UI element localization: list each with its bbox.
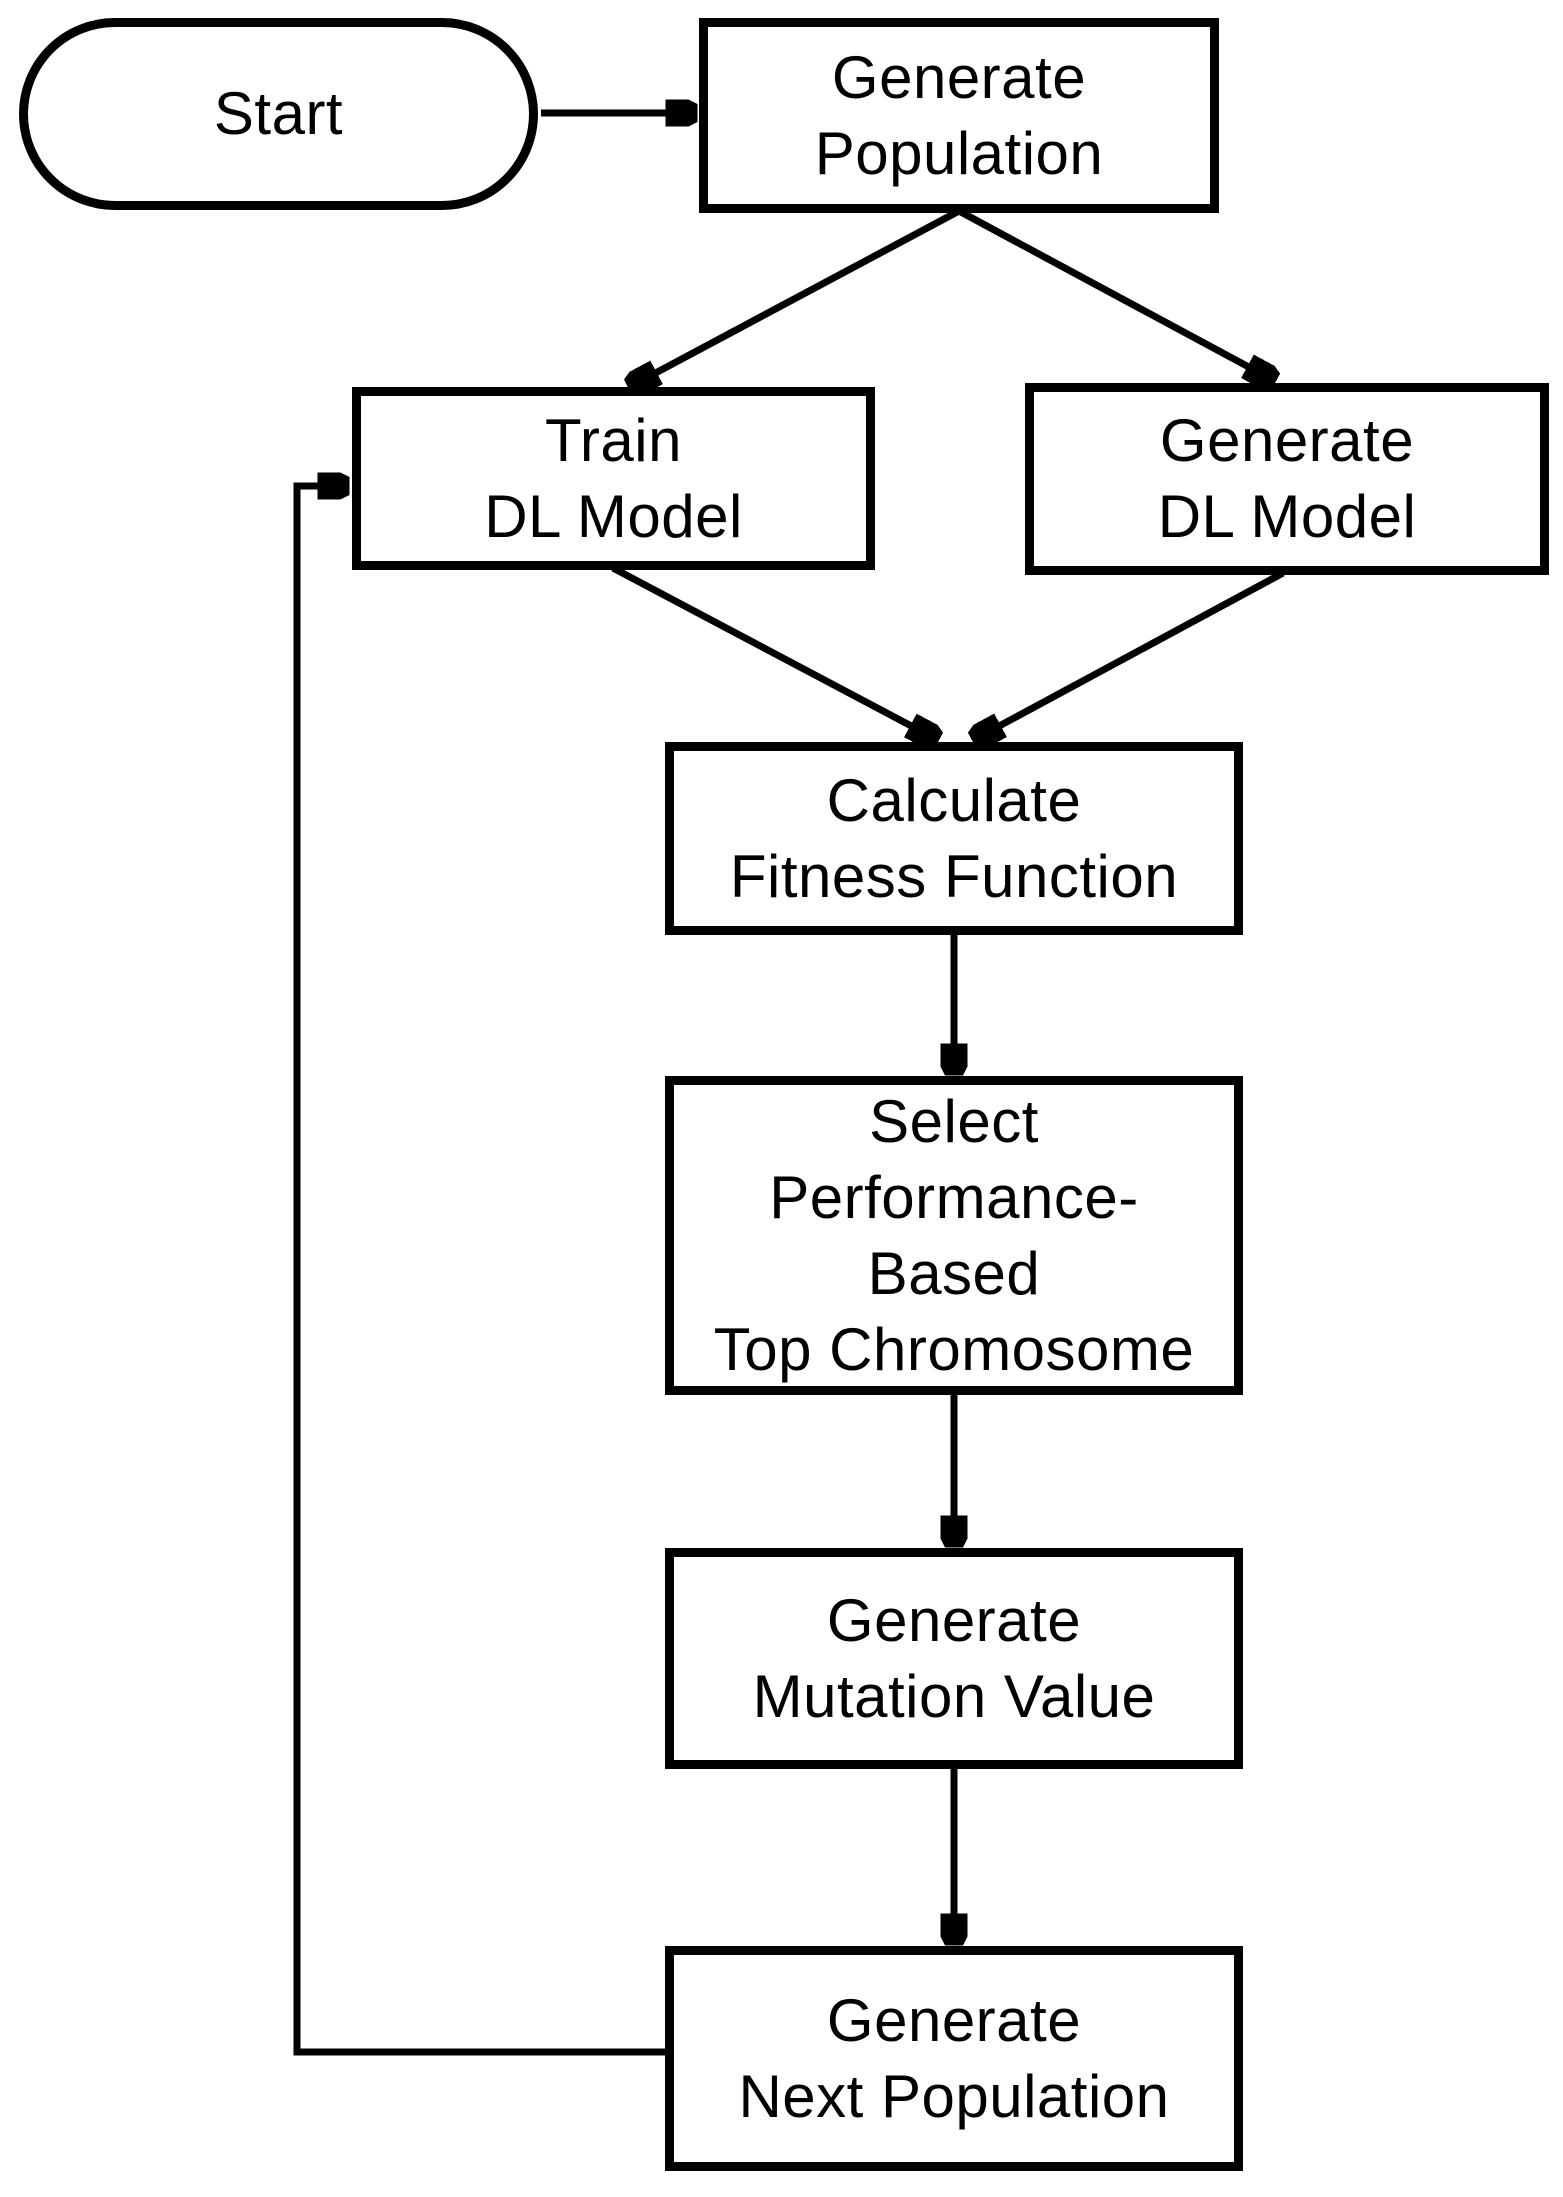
node-select-top-chromosome-line3: Based bbox=[867, 1239, 1041, 1307]
node-calculate-fitness-function-line1: Calculate bbox=[826, 766, 1082, 834]
edge-generate-population-to-generate-dl-model bbox=[957, 207, 1271, 379]
node-generate-population-line2: Population bbox=[814, 119, 1104, 187]
node-select-top-chromosome-line4: Top Chromosome bbox=[713, 1315, 1195, 1383]
node-generate-next-population-line1: Generate bbox=[826, 1986, 1082, 2054]
node-generate-mutation-value-line1: Generate bbox=[826, 1586, 1082, 1654]
node-generate-next-population: Generate Next Population bbox=[665, 1946, 1243, 2171]
node-start-label: Start bbox=[213, 80, 344, 147]
node-select-top-chromosome-line2: Performance- bbox=[769, 1163, 1139, 1231]
node-generate-population: Generate Population bbox=[699, 18, 1219, 213]
node-generate-dl-model-line2: DL Model bbox=[1157, 483, 1417, 550]
node-train-dl-model: Train DL Model bbox=[352, 387, 875, 570]
node-start: Start bbox=[19, 18, 538, 210]
edge-generate-dl-model-to-calculate-fitness-function bbox=[977, 569, 1285, 738]
node-select-top-chromosome-line1: Select bbox=[869, 1087, 1039, 1155]
node-calculate-fitness-function-line2: Fitness Function bbox=[729, 842, 1179, 910]
node-train-dl-model-line1: Train bbox=[545, 406, 682, 474]
node-generate-dl-model: Generate DL Model bbox=[1025, 383, 1549, 575]
node-generate-dl-model-line1: Generate bbox=[1159, 407, 1415, 474]
node-calculate-fitness-function: Calculate Fitness Function bbox=[665, 742, 1243, 935]
node-train-dl-model-line2: DL Model bbox=[484, 482, 743, 550]
edge-generate-population-to-train-dl-model bbox=[633, 207, 961, 385]
node-generate-next-population-line2: Next Population bbox=[738, 2062, 1170, 2130]
node-generate-mutation-value-line2: Mutation Value bbox=[752, 1662, 1156, 1730]
node-generate-population-line1: Generate bbox=[831, 43, 1087, 111]
node-select-top-chromosome: Select Performance- Based Top Chromosome bbox=[665, 1076, 1243, 1395]
node-generate-mutation-value: Generate Mutation Value bbox=[665, 1548, 1243, 1769]
edge-generate-next-population-to-train-dl-model bbox=[293, 486, 665, 2056]
edge-train-dl-model-to-calculate-fitness-function bbox=[611, 564, 934, 738]
